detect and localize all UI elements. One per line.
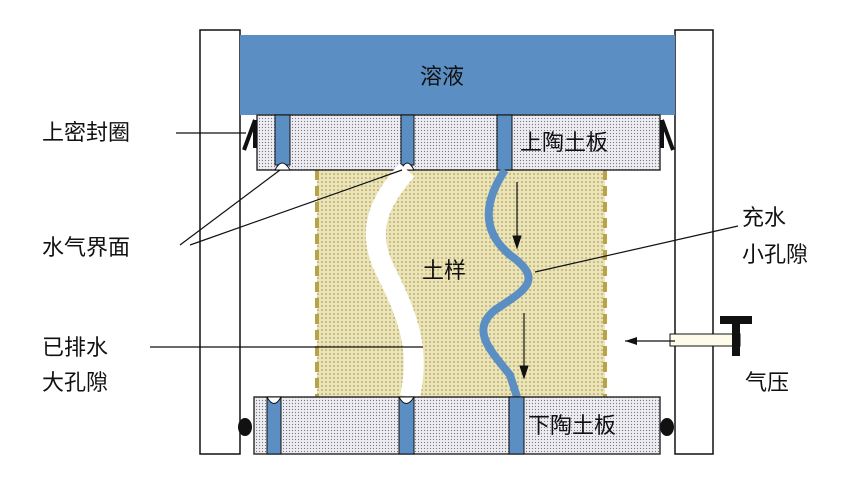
drained-large-pore (365, 163, 424, 400)
drained-pores-label-line1: 已排水 (42, 336, 108, 361)
air-pressure-label: 气压 (745, 371, 789, 396)
solution-label: 溶液 (420, 65, 464, 90)
lower-seal-right (660, 418, 674, 436)
lower-ceramic-plate (253, 396, 661, 455)
lower-channel (266, 396, 282, 455)
air-inlet-tube (669, 333, 741, 347)
upper-plate-label: 上陶土板 (520, 131, 608, 156)
upper-channel (496, 114, 513, 171)
water-filled-pores-label-line2: 小孔隙 (742, 243, 808, 268)
water-filled-small-pore (479, 167, 533, 399)
upper-channel (400, 114, 415, 166)
valve-t-icon (720, 316, 752, 356)
upper-channel (274, 114, 291, 166)
upper-seal-label: 上密封圈 (42, 121, 130, 146)
upper-seal-right (660, 119, 675, 151)
lower-channel (398, 396, 415, 455)
flow-arrow (512, 182, 529, 380)
lower-channel (508, 396, 525, 455)
lower-seal-left (238, 418, 252, 436)
soil-sample-label: 土样 (422, 259, 466, 284)
left-wall (199, 29, 241, 455)
lower-plate-label: 下陶土板 (528, 414, 616, 439)
upper-seal-left (242, 119, 257, 151)
water-filled-pores-label-line1: 充水 (742, 206, 786, 231)
solution-reservoir (240, 35, 675, 115)
upper-ceramic-plate (256, 114, 661, 171)
drained-pores-label-line2: 大孔隙 (42, 371, 108, 396)
soil-sample (317, 170, 605, 397)
air-water-interface-label: 水气界面 (42, 236, 130, 261)
right-wall (674, 29, 714, 455)
